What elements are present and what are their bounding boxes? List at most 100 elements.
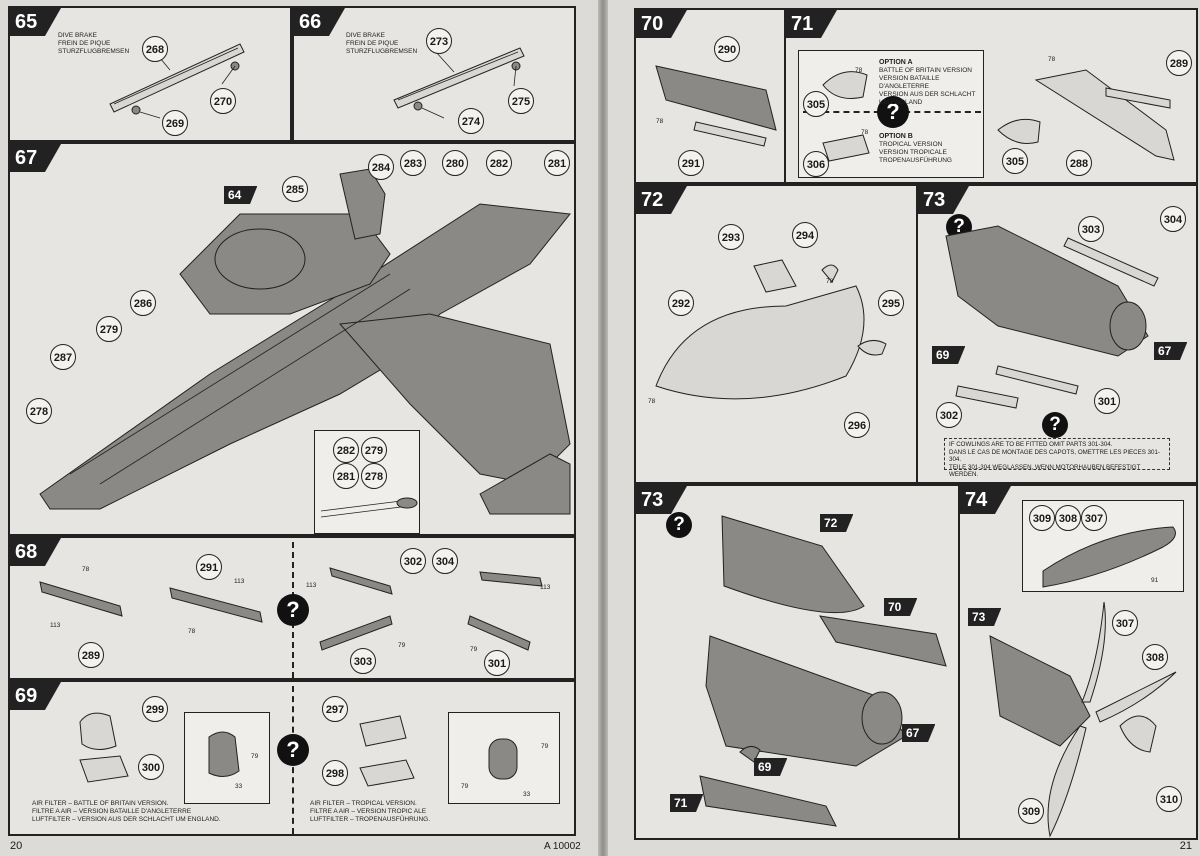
- callout-293: 293: [718, 224, 744, 250]
- step-73-panel-cowling: 73 ? 72 70 67 69 71: [634, 484, 960, 840]
- footer-code: A 10002: [544, 841, 581, 852]
- callout-309: 309: [1029, 505, 1055, 531]
- step-number: 72: [636, 186, 688, 214]
- callout-268: 268: [142, 36, 168, 62]
- part-number: 78: [855, 67, 863, 74]
- step-68-panel: 68 ? 291 289 302 304 303 301 78 113 113 …: [8, 536, 576, 680]
- ref-step-69: 69: [754, 758, 788, 776]
- callout-298: 298: [322, 760, 348, 786]
- callout-282: 282: [333, 437, 359, 463]
- callout-304: 304: [1160, 206, 1186, 232]
- callout-291: 291: [678, 150, 704, 176]
- question-icon: ?: [666, 512, 692, 538]
- engine-drawing: [945, 225, 1159, 409]
- callout-308: 308: [1142, 644, 1168, 670]
- part-number: 78: [82, 566, 90, 573]
- question-icon: ?: [1042, 412, 1068, 438]
- callout-274: 274: [458, 108, 484, 134]
- dive-brake-drawing: [393, 47, 525, 119]
- callout-282: 282: [486, 150, 512, 176]
- step-74-panel: 74 309 308 307 91 73 307 308 309 310: [958, 484, 1198, 840]
- step-number: 70: [636, 10, 688, 38]
- callout-297: 297: [322, 696, 348, 722]
- callout-299: 299: [142, 696, 168, 722]
- parts-drawing: [39, 567, 543, 651]
- callout-296: 296: [844, 412, 870, 438]
- cowling-note: IF COWLINGS ARE TO BE FITTED OMIT PARTS …: [944, 438, 1170, 478]
- dive-brake-drawing: [109, 43, 245, 119]
- question-icon: ?: [277, 734, 309, 766]
- callout-294: 294: [792, 222, 818, 248]
- callout-306: 306: [803, 151, 829, 177]
- right-page: 70 290 291 78 71 ? 305 306 78 78: [544, 0, 1200, 856]
- callout-278: 278: [26, 398, 52, 424]
- ref-step-64: 64: [224, 186, 258, 204]
- callout-291: 291: [196, 554, 222, 580]
- callout-305: 305: [803, 91, 829, 117]
- air-filter-note-bob: AIR FILTER – BATTLE OF BRITAIN VERSION.F…: [32, 800, 221, 823]
- callout-295: 295: [878, 290, 904, 316]
- part-number: 113: [540, 584, 551, 591]
- air-filter-drawing: [79, 712, 415, 787]
- air-filter-note-trop: AIR FILTER – TROPICAL VERSION.FILTRE A A…: [310, 800, 431, 823]
- part-number: 33: [235, 783, 243, 790]
- callout-300: 300: [138, 754, 164, 780]
- part-number: 78: [188, 628, 196, 635]
- part-number: 113: [234, 578, 245, 585]
- callout-275: 275: [508, 88, 534, 114]
- part-number: 91: [1151, 577, 1159, 584]
- callout-307: 307: [1081, 505, 1107, 531]
- question-icon: ?: [277, 594, 309, 626]
- callout-283: 283: [400, 150, 426, 176]
- callout-289: 289: [1166, 50, 1192, 76]
- part-number: 78: [648, 398, 656, 405]
- step-number: 66: [294, 8, 346, 36]
- ref-step-69: 69: [932, 346, 966, 364]
- ref-step-72: 72: [820, 514, 854, 532]
- step-number: 73: [918, 186, 970, 214]
- callout-303: 303: [350, 648, 376, 674]
- callout-290: 290: [714, 36, 740, 62]
- blade-drawing: [1042, 526, 1176, 588]
- part-number: 113: [50, 622, 61, 629]
- callout-287: 287: [50, 344, 76, 370]
- callout-304: 304: [432, 548, 458, 574]
- callout-289: 289: [78, 642, 104, 668]
- filter-part-drawing: [488, 738, 518, 780]
- ref-step-71: 71: [670, 794, 704, 812]
- book-gutter: [598, 0, 608, 856]
- callout-278: 278: [361, 463, 387, 489]
- callout-301: 301: [1094, 388, 1120, 414]
- callout-310: 310: [1156, 786, 1182, 812]
- step-72-panel: 72 293 294 292 295 296 78 78: [634, 184, 918, 484]
- ref-step-70: 70: [884, 598, 918, 616]
- filter-inset-a: 79 33: [184, 712, 270, 804]
- part-number: 78: [1048, 56, 1056, 63]
- part-number: 79: [470, 646, 478, 653]
- callout-280: 280: [442, 150, 468, 176]
- callout-308: 308: [1055, 505, 1081, 531]
- step-number: 68: [10, 538, 62, 566]
- callout-302: 302: [400, 548, 426, 574]
- spinner-options-drawing: [822, 71, 870, 162]
- panel-part-drawing: [655, 65, 777, 147]
- step-69-panel: 69 ? 299 300 297 298 79 33 79 79 3: [8, 680, 576, 836]
- step-number: 65: [10, 8, 62, 36]
- callout-279: 279: [361, 437, 387, 463]
- propeller-blade-inset: 309 308 307 91: [1022, 500, 1184, 592]
- filter-part-drawing: [208, 731, 240, 777]
- part-number: 78: [861, 129, 869, 136]
- callout-302: 302: [936, 402, 962, 428]
- part-number: 79: [541, 743, 549, 750]
- part-number: 79: [398, 642, 406, 649]
- ref-step-67: 67: [1154, 342, 1188, 360]
- callout-307: 307: [1112, 610, 1138, 636]
- part-number: 113: [306, 582, 317, 589]
- callout-292: 292: [668, 290, 694, 316]
- question-icon: ?: [877, 96, 909, 128]
